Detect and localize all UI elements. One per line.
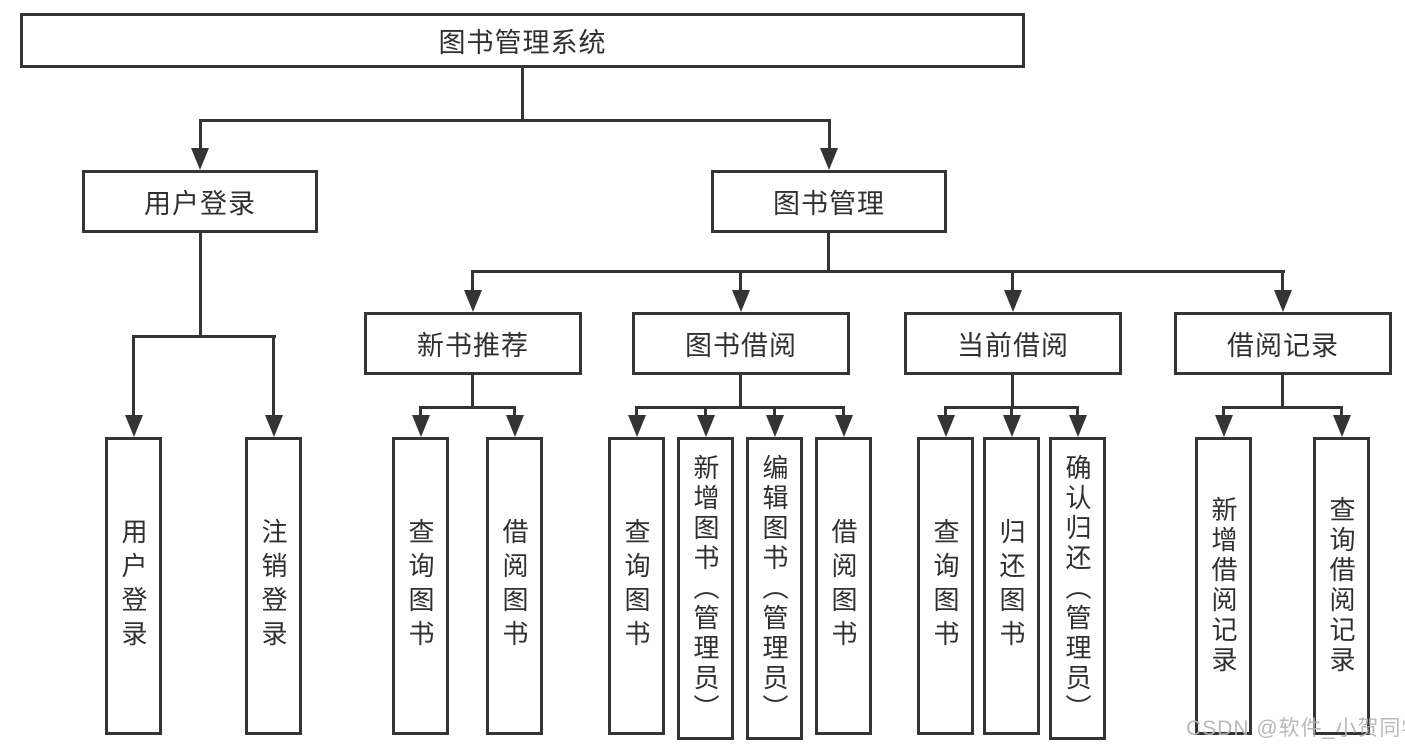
leaf-borrow-books-borrowing-label: 借阅图书 — [828, 518, 858, 654]
connector-line — [827, 231, 830, 273]
connector-line — [1011, 272, 1014, 292]
connector-line — [828, 120, 831, 150]
connector-line — [471, 373, 474, 408]
connector-line — [704, 406, 707, 418]
arrowhead-down — [1214, 415, 1233, 437]
leaf-return-books: 归还图书 — [983, 437, 1040, 735]
arrowhead-down — [1332, 415, 1351, 437]
arrowhead-down — [627, 415, 646, 437]
arrowhead-down — [264, 415, 283, 437]
connector-line — [513, 406, 516, 418]
leaf-query-books-current-label: 查询图书 — [930, 518, 960, 654]
leaf-query-books-current: 查询图书 — [917, 437, 974, 735]
leaf-query-books-recommend: 查询图书 — [392, 437, 449, 735]
leaf-query-books-recommend-label: 查询图书 — [405, 518, 435, 654]
connector-line — [1076, 406, 1079, 418]
node-borrowing-records: 借阅记录 — [1174, 312, 1392, 375]
connector-line — [199, 120, 202, 150]
connector-line — [944, 406, 947, 418]
node-book-management-label: 图书管理 — [773, 189, 885, 219]
leaf-borrow-books-borrowing: 借阅图书 — [815, 437, 872, 735]
leaf-query-books-borrowing: 查询图书 — [608, 437, 665, 735]
node-user-login: 用户登录 — [82, 170, 318, 233]
node-book-management: 图书管理 — [711, 170, 947, 233]
connector-line — [1340, 406, 1343, 418]
node-new-book-recommendation-label: 新书推荐 — [417, 331, 529, 361]
connector-line — [739, 373, 742, 408]
connector-line — [272, 336, 275, 417]
arrowhead-down — [936, 415, 955, 437]
connector-line — [1281, 272, 1284, 292]
arrowhead-down — [464, 290, 482, 312]
leaf-user-login: 用户登录 — [105, 437, 162, 735]
connector-line — [521, 66, 524, 122]
arrowhead-down — [1002, 415, 1021, 437]
node-library-system: 图书管理系统 — [20, 13, 1025, 68]
leaf-return-books-label: 归还图书 — [996, 518, 1026, 654]
leaf-add-borrow-record: 新增借阅记录 — [1195, 437, 1252, 735]
arrowhead-down — [124, 415, 143, 437]
leaf-borrow-books-recommend-label: 借阅图书 — [499, 518, 529, 654]
connector-line — [1011, 373, 1014, 408]
connector-line — [419, 406, 516, 409]
arrowhead-down — [732, 290, 750, 312]
leaf-user-login-label: 用户登录 — [118, 518, 148, 654]
arrowhead-down — [696, 415, 715, 437]
connector-line — [635, 406, 845, 409]
node-user-login-label: 用户登录 — [144, 189, 256, 219]
leaf-query-borrow-record-label: 查询借阅记录 — [1326, 496, 1356, 676]
connector-line — [419, 406, 422, 418]
leaf-edit-books-admin-label: 编辑图书（管理员） — [759, 453, 789, 724]
leaf-borrow-books-recommend: 借阅图书 — [486, 437, 543, 735]
node-book-borrowing-label: 图书借阅 — [685, 331, 797, 361]
connector-line — [199, 119, 831, 122]
node-library-system-label: 图书管理系统 — [438, 28, 607, 58]
node-current-borrowing-label: 当前借阅 — [957, 331, 1069, 361]
node-book-borrowing: 图书借阅 — [632, 312, 850, 375]
arrowhead-down — [1068, 415, 1087, 437]
arrowhead-down — [834, 415, 853, 437]
connector-line — [471, 270, 1285, 273]
connector-line — [842, 406, 845, 418]
arrowhead-down — [411, 415, 430, 437]
arrowhead-down — [765, 415, 784, 437]
connector-line — [1222, 406, 1343, 409]
leaf-edit-books-admin: 编辑图书（管理员） — [746, 437, 803, 740]
csdn-watermark: CSDN @软件_小贺同学 — [1186, 717, 1405, 740]
connector-line — [1281, 373, 1284, 408]
connector-line — [471, 272, 474, 292]
arrowhead-down — [1274, 290, 1292, 312]
node-current-borrowing: 当前借阅 — [904, 312, 1122, 375]
leaf-add-books-admin: 新增图书（管理员） — [677, 437, 734, 740]
connector-line — [1222, 406, 1225, 418]
leaf-confirm-return-admin-label: 确认归还（管理员） — [1062, 453, 1092, 724]
leaf-query-books-borrowing-label: 查询图书 — [621, 518, 651, 654]
leaf-query-borrow-record: 查询借阅记录 — [1313, 437, 1370, 735]
connector-line — [199, 231, 202, 337]
connector-line — [132, 335, 276, 338]
leaf-add-books-admin-label: 新增图书（管理员） — [690, 453, 720, 724]
leaf-logout-login-label: 注销登录 — [258, 518, 288, 654]
leaf-logout-login: 注销登录 — [245, 437, 302, 735]
connector-line — [773, 406, 776, 418]
connector-line — [132, 336, 135, 417]
connector-line — [739, 272, 742, 292]
arrowhead-down — [1004, 290, 1022, 312]
connector-line — [635, 406, 638, 418]
leaf-confirm-return-admin: 确认归还（管理员） — [1049, 437, 1106, 740]
node-new-book-recommendation: 新书推荐 — [364, 312, 582, 375]
node-borrowing-records-label: 借阅记录 — [1227, 331, 1339, 361]
arrowhead-down — [820, 148, 838, 170]
arrowhead-down — [191, 148, 209, 170]
arrowhead-down — [505, 415, 524, 437]
connector-line — [1010, 406, 1013, 418]
leaf-add-borrow-record-label: 新增借阅记录 — [1208, 496, 1238, 676]
